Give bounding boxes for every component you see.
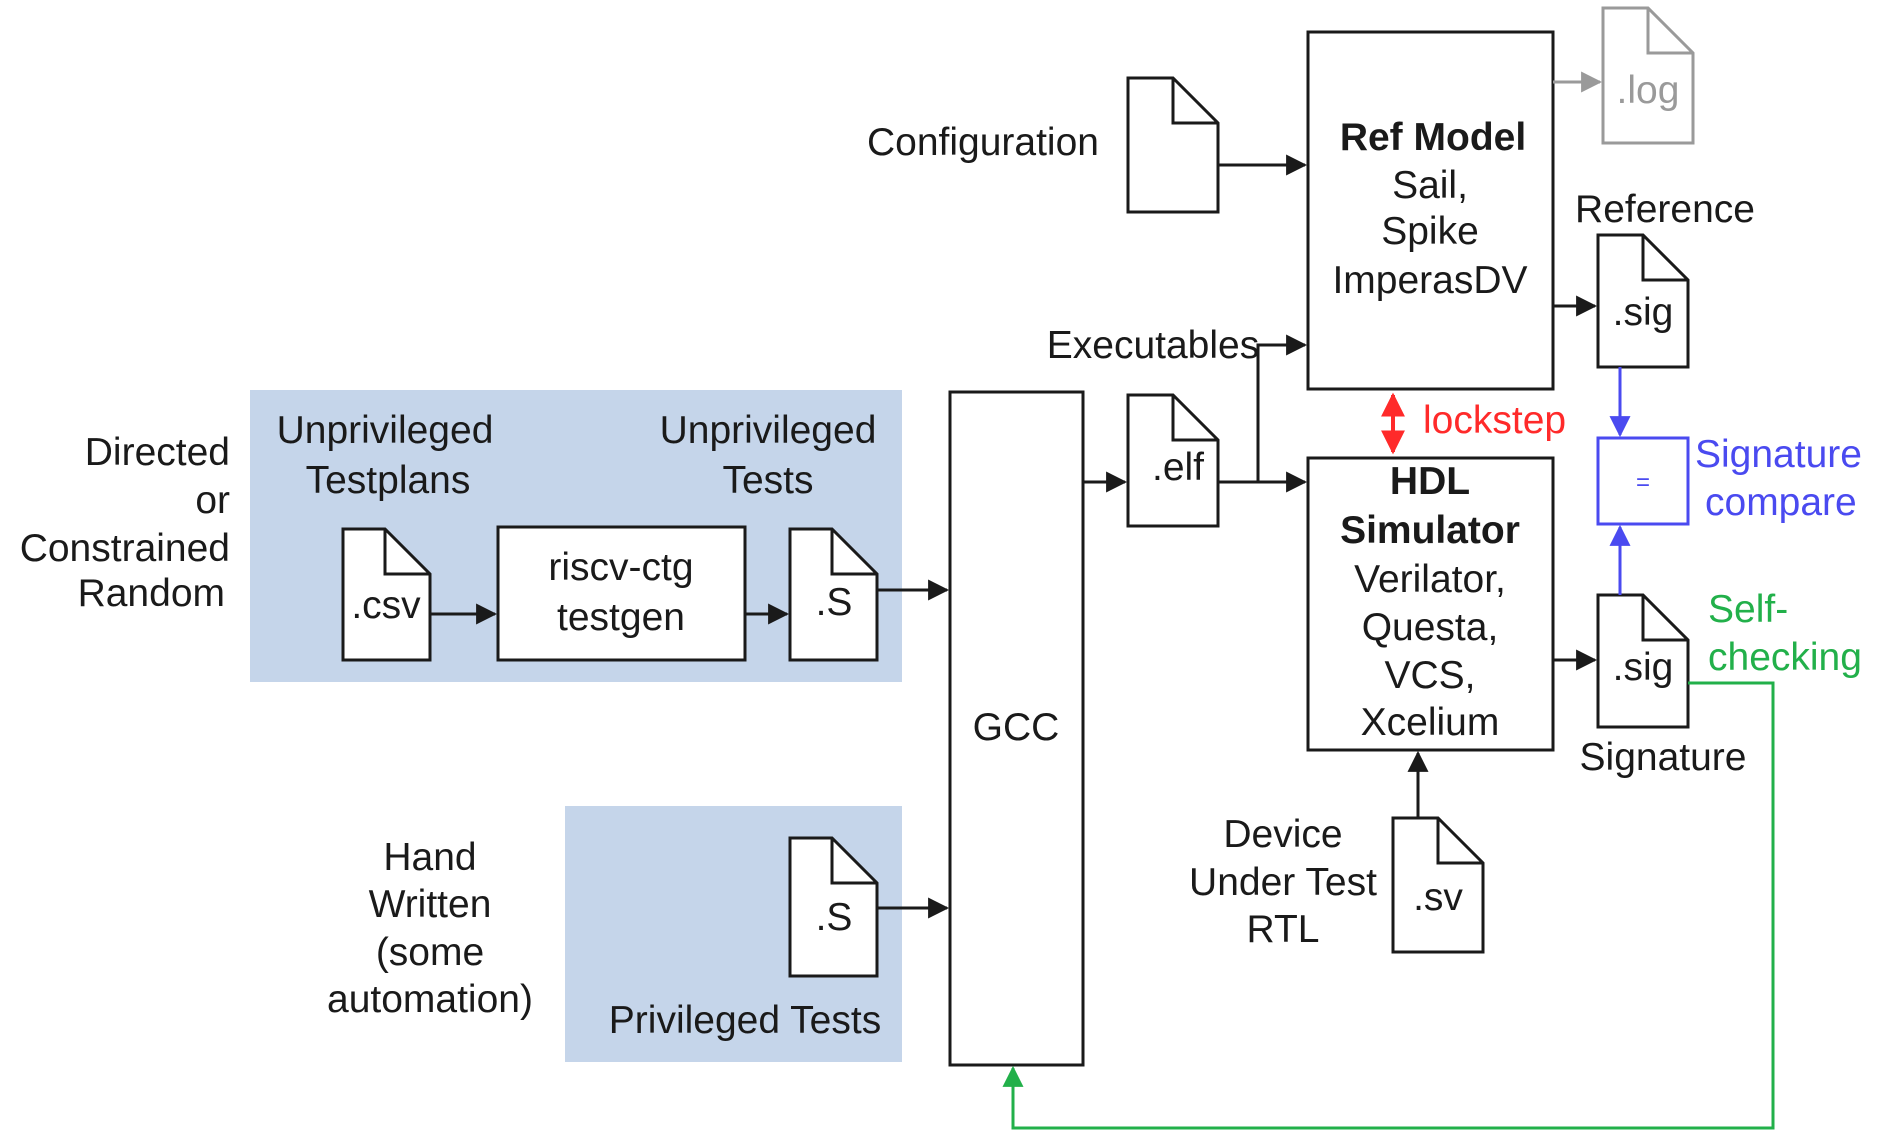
gcc-label: GCC [973, 706, 1060, 749]
self-checking-label-1: Self- [1708, 588, 1788, 631]
hand-written-label-3: (some [376, 931, 484, 974]
hdl-sim-title-2: Simulator [1340, 509, 1520, 552]
self-checking-label-2: checking [1708, 636, 1862, 679]
ref-model-box [1306, 30, 1555, 391]
unpriv-s-file-label: .S [816, 581, 853, 624]
hdl-sim-line-1: Verilator, [1354, 558, 1506, 601]
elf-file-label: .elf [1152, 446, 1204, 489]
hdl-simulator-box [1306, 456, 1555, 752]
self-checking-loop [1002, 681, 1775, 1130]
priv-s-file-icon [788, 836, 879, 978]
testgen-label-2: testgen [557, 596, 685, 639]
directed-label-1: Directed [85, 431, 230, 474]
compare-label-2: compare [1705, 481, 1857, 524]
unpriv-tests-label-2: Tests [722, 459, 813, 502]
hand-written-label-4: automation) [327, 978, 533, 1021]
dut-sig-file-label: .sig [1613, 646, 1674, 689]
sv-file-icon [1391, 816, 1485, 954]
csv-file-icon [341, 527, 432, 662]
csv-file-label: .csv [351, 584, 421, 627]
testplans-label-1: Unprivileged [277, 409, 494, 452]
lockstep-label: lockstep [1423, 399, 1566, 442]
hand-written-label-2: Written [369, 883, 492, 926]
dut-label-1: Device [1223, 813, 1342, 856]
arrow-elf-to-ref-model [1256, 334, 1308, 482]
hdl-sim-line-2: Questa, [1362, 606, 1499, 649]
executables-label: Executables [1047, 324, 1259, 367]
privileged-tests-label: Privileged Tests [609, 999, 881, 1042]
signature-label: Signature [1580, 736, 1747, 779]
hdl-sim-title-1: HDL [1390, 460, 1470, 503]
directed-label-2: or [195, 479, 230, 522]
configuration-label: Configuration [867, 121, 1099, 164]
priv-s-file-label: .S [816, 896, 853, 939]
hdl-sim-line-4: Xcelium [1361, 701, 1500, 744]
compare-symbol: = [1636, 469, 1650, 496]
ref-model-line-2: Spike [1381, 210, 1479, 253]
ref-sig-file-label: .sig [1613, 291, 1674, 334]
ref-sig-file-icon [1596, 233, 1690, 369]
sv-file-label: .sv [1413, 876, 1463, 919]
directed-label-4: Random [78, 572, 225, 615]
testgen-box [496, 525, 747, 662]
ref-model-line-1: Sail, [1392, 164, 1468, 207]
ref-model-title: Ref Model [1340, 116, 1526, 159]
configuration-file-icon [1126, 76, 1220, 214]
reference-label: Reference [1575, 188, 1755, 231]
compare-label-1: Signature [1695, 433, 1862, 476]
directed-label-3: Constrained [20, 527, 230, 570]
ref-model-line-3: ImperasDV [1332, 259, 1527, 302]
log-file-label: .log [1617, 69, 1680, 112]
gcc-box [948, 390, 1085, 1067]
hdl-sim-line-3: VCS, [1384, 654, 1475, 697]
testgen-label-1: riscv-ctg [548, 546, 693, 589]
dut-label-3: RTL [1247, 908, 1320, 951]
elf-file-icon [1126, 393, 1220, 528]
unpriv-tests-label-1: Unprivileged [660, 409, 877, 452]
testplans-label-2: Testplans [306, 459, 471, 502]
unpriv-s-file-icon [788, 527, 879, 662]
dut-label-2: Under Test [1189, 861, 1377, 904]
compare-box [1596, 436, 1690, 526]
log-file-icon [1601, 6, 1695, 145]
hand-written-label-1: Hand [383, 836, 476, 879]
